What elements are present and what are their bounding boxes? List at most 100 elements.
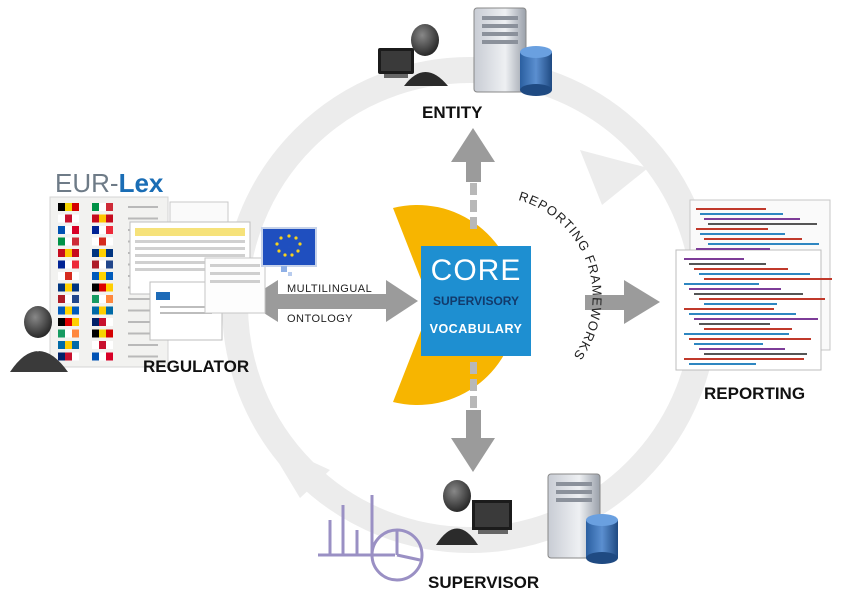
flag-stripe xyxy=(106,237,113,246)
flag-stripe xyxy=(92,203,99,211)
flag-stripe xyxy=(106,226,113,234)
xml-line xyxy=(694,293,803,295)
eu-flag-icon xyxy=(261,227,317,276)
flag-stripe xyxy=(92,341,99,349)
core-subtitle: SUPERVISORY xyxy=(432,294,520,308)
flag-stripe xyxy=(106,203,113,211)
core-dashes xyxy=(470,183,477,408)
flag-stripe xyxy=(92,329,99,338)
xml-line xyxy=(699,323,770,325)
xml-line xyxy=(694,343,763,345)
flag-stripe xyxy=(65,226,72,234)
flag-stripe xyxy=(92,306,99,315)
flag-caption-line xyxy=(128,332,158,335)
flag-stripe xyxy=(65,341,72,349)
flag-stripe xyxy=(106,329,113,338)
flag-stripe xyxy=(72,295,79,303)
flag-stripe xyxy=(92,318,99,326)
flag-stripe xyxy=(99,352,106,361)
flag-stripe xyxy=(92,272,99,280)
flag-stripe xyxy=(58,329,65,338)
flag-stripe xyxy=(106,306,113,315)
flag-caption-line xyxy=(128,355,158,358)
flag-stripe xyxy=(72,318,79,326)
flag-stripe xyxy=(99,318,106,326)
flag-stripe xyxy=(72,237,79,246)
xml-line xyxy=(704,218,800,220)
flag-stripe xyxy=(72,272,79,280)
reporting-xml-documents xyxy=(675,199,832,371)
arrow-to-reporting xyxy=(585,280,660,324)
flag-stripe xyxy=(99,237,106,246)
entity-server-icon xyxy=(473,7,527,93)
flag-stripe xyxy=(72,260,79,269)
xml-line xyxy=(684,258,744,260)
xml-line xyxy=(704,328,792,330)
core-title: CORE xyxy=(430,254,522,287)
flag-stripe xyxy=(72,329,79,338)
flag-stripe xyxy=(99,260,106,269)
flag-stripe xyxy=(92,237,99,246)
flag-stripe xyxy=(99,249,106,257)
eurlex-logo-suffix: Lex xyxy=(118,168,164,198)
flag-stripe xyxy=(58,341,65,349)
flag-stripe xyxy=(65,272,72,280)
regulator-label: REGULATOR xyxy=(143,357,250,376)
eurlex-logo: EUR-Lex xyxy=(55,168,163,199)
flag-stripe xyxy=(65,283,72,292)
supervisor-label: SUPERVISOR xyxy=(428,573,540,592)
regulatory-documents xyxy=(129,201,266,341)
flag-stripe xyxy=(92,260,99,269)
xml-line xyxy=(708,243,819,245)
flag-stripe xyxy=(72,214,79,223)
supervisor-database-icon xyxy=(586,514,618,564)
flag-stripe xyxy=(72,283,79,292)
flag-stripe xyxy=(99,272,106,280)
flag-caption-line xyxy=(128,309,158,312)
xml-line xyxy=(700,233,785,235)
flag-stripe xyxy=(65,260,72,269)
entity-user-icon xyxy=(378,24,448,86)
flag-stripe xyxy=(99,283,106,292)
xml-line xyxy=(689,288,781,290)
xml-line xyxy=(699,273,810,275)
flag-stripe xyxy=(99,341,106,349)
flag-stripe xyxy=(92,283,99,292)
flag-caption-line xyxy=(128,321,158,323)
flag-stripe xyxy=(106,318,113,326)
reporting-label: REPORTING xyxy=(704,384,806,403)
flag-caption-line xyxy=(128,217,158,220)
flag-stripe xyxy=(65,214,72,223)
flag-stripe xyxy=(65,249,72,257)
entity-label: ENTITY xyxy=(422,103,483,122)
flag-stripe xyxy=(72,249,79,257)
flag-stripe xyxy=(58,295,65,303)
xml-line xyxy=(708,223,817,225)
flag-stripe xyxy=(106,295,113,303)
flag-stripe xyxy=(72,341,79,349)
flag-stripe xyxy=(92,295,99,303)
flag-stripe xyxy=(65,352,72,361)
flag-stripe xyxy=(99,329,106,338)
flag-stripe xyxy=(106,214,113,223)
eurlex-logo-prefix: EUR- xyxy=(55,168,119,198)
ontology-label: ONTOLOGY xyxy=(287,313,354,325)
flag-stripe xyxy=(58,226,65,234)
flag-stripe xyxy=(92,352,99,361)
xml-line xyxy=(694,318,818,320)
xml-line xyxy=(696,248,770,250)
flag-stripe xyxy=(99,295,106,303)
flag-caption-line xyxy=(128,344,158,346)
flag-stripe xyxy=(99,203,106,211)
core-vocabulary-box: CORE SUPERVISORY VOCABULARY xyxy=(421,246,531,356)
flag-stripe xyxy=(92,226,99,234)
arrow-to-entity xyxy=(451,128,495,182)
xml-line xyxy=(704,303,777,305)
flag-stripe xyxy=(58,352,65,361)
arrow-to-supervisor xyxy=(451,410,495,472)
flag-stripe xyxy=(58,306,65,315)
xml-line xyxy=(696,208,766,210)
xml-line xyxy=(699,348,785,350)
regulator-user-icon xyxy=(10,306,68,372)
arrow-double-regulator-core xyxy=(245,280,418,322)
